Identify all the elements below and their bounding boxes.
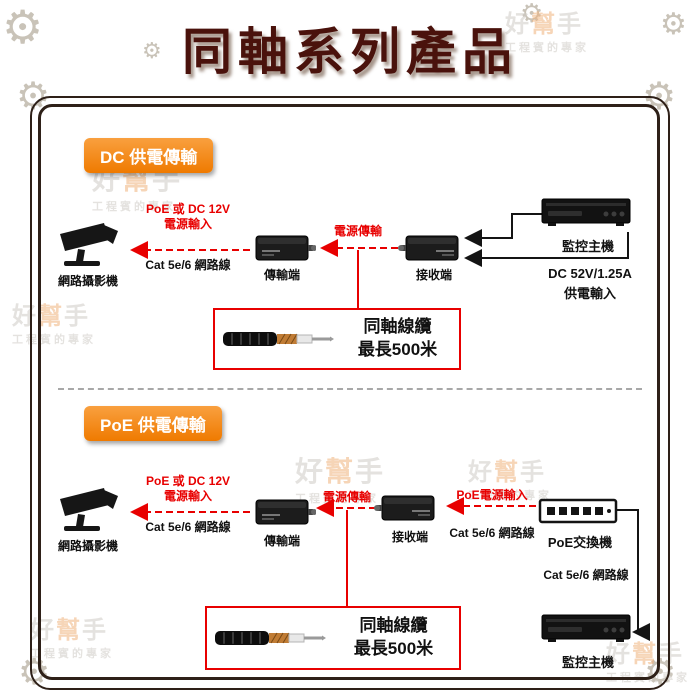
watermark: 好幫手 工程賓的專家 xyxy=(505,11,589,54)
power-input-label-line2: 電源輸入 xyxy=(163,217,213,231)
coax-callout-dc: 同軸線纜 最長500米 xyxy=(213,308,461,370)
monitor-host-label: 監控主機 xyxy=(561,655,615,670)
cat-cable-label: Cat 5e/6 網路線 xyxy=(145,258,231,272)
cat-cable-label: Cat 5e/6 網路線 xyxy=(449,526,535,540)
camera-label: 網路攝影機 xyxy=(57,539,119,553)
receiver-device-icon xyxy=(398,235,459,261)
coax-label-line1: 同軸線纜 xyxy=(359,616,428,636)
coax-callout-text: 同軸線纜 最長500米 xyxy=(328,615,459,661)
camera-label: 網路攝影機 xyxy=(57,274,119,288)
poe-switch-icon xyxy=(538,498,618,524)
gear-icon: ⚙ xyxy=(2,1,44,53)
dc-supply-label-line2: 供電輸入 xyxy=(563,286,617,301)
dc-supply-label-line1: DC 52V/1.25A xyxy=(548,266,632,281)
cat-cable-label: Cat 5e/6 網路線 xyxy=(543,568,629,582)
power-link-label: 電源傳輸 xyxy=(322,490,372,504)
power-input-label-line2: 電源輸入 xyxy=(163,489,213,503)
section-badge-poe: PoE 供電傳輸 xyxy=(84,406,222,441)
watermark: 好幫手 工程賓的專家 xyxy=(12,303,96,346)
watermark: 好幫手 工程賓的專家 xyxy=(468,459,552,502)
camera-icon xyxy=(60,488,118,531)
transmitter-label: 傳輸端 xyxy=(263,534,301,548)
camera-icon xyxy=(60,223,118,266)
poe-switch-label: PoE交換機 xyxy=(547,535,613,550)
gear-icon: ⚙ xyxy=(660,8,687,41)
receiver-device-icon xyxy=(374,495,435,521)
receiver-label: 接收端 xyxy=(391,530,429,544)
coax-cable-icon xyxy=(215,631,326,645)
coax-callout-poe: 同軸線纜 最長500米 xyxy=(205,606,461,670)
gear-icon: ⚙ xyxy=(520,0,544,28)
section-divider xyxy=(58,388,642,390)
outer-frame xyxy=(30,96,670,690)
monitor-host-icon xyxy=(541,614,631,642)
section-badge-dc: DC 供電傳輸 xyxy=(84,138,214,173)
receiver-label: 接收端 xyxy=(415,268,453,282)
coax-cable-icon xyxy=(223,332,334,346)
power-link-label: 電源傳輸 xyxy=(333,224,383,238)
inner-frame xyxy=(38,104,660,680)
page-title: 同軸系列產品 xyxy=(182,24,518,80)
coax-callout-text: 同軸線纜 最長500米 xyxy=(336,316,459,362)
poe-power-input-label: PoE電源輸入 xyxy=(456,488,528,502)
coax-label-line1: 同軸線纜 xyxy=(363,317,432,337)
transmitter-device-icon xyxy=(255,235,316,261)
cat-cable-label: Cat 5e/6 網路線 xyxy=(145,520,231,534)
monitor-host-label: 監控主機 xyxy=(561,239,615,254)
transmitter-label: 傳輸端 xyxy=(263,268,301,282)
watermark: 好幫手 工程賓的專家 xyxy=(30,617,114,660)
watermark: 好幫手 工程賓的專家 xyxy=(295,456,386,505)
monitor-host-icon xyxy=(541,198,631,226)
power-input-label-line1: PoE 或 DC 12V xyxy=(145,202,231,216)
coax-label-line2: 最長500米 xyxy=(353,639,434,658)
coax-label-line2: 最長500米 xyxy=(357,340,438,359)
gear-icon: ⚙ xyxy=(142,38,162,63)
power-input-label-line1: PoE 或 DC 12V xyxy=(145,474,231,488)
transmitter-device-icon xyxy=(255,499,316,525)
